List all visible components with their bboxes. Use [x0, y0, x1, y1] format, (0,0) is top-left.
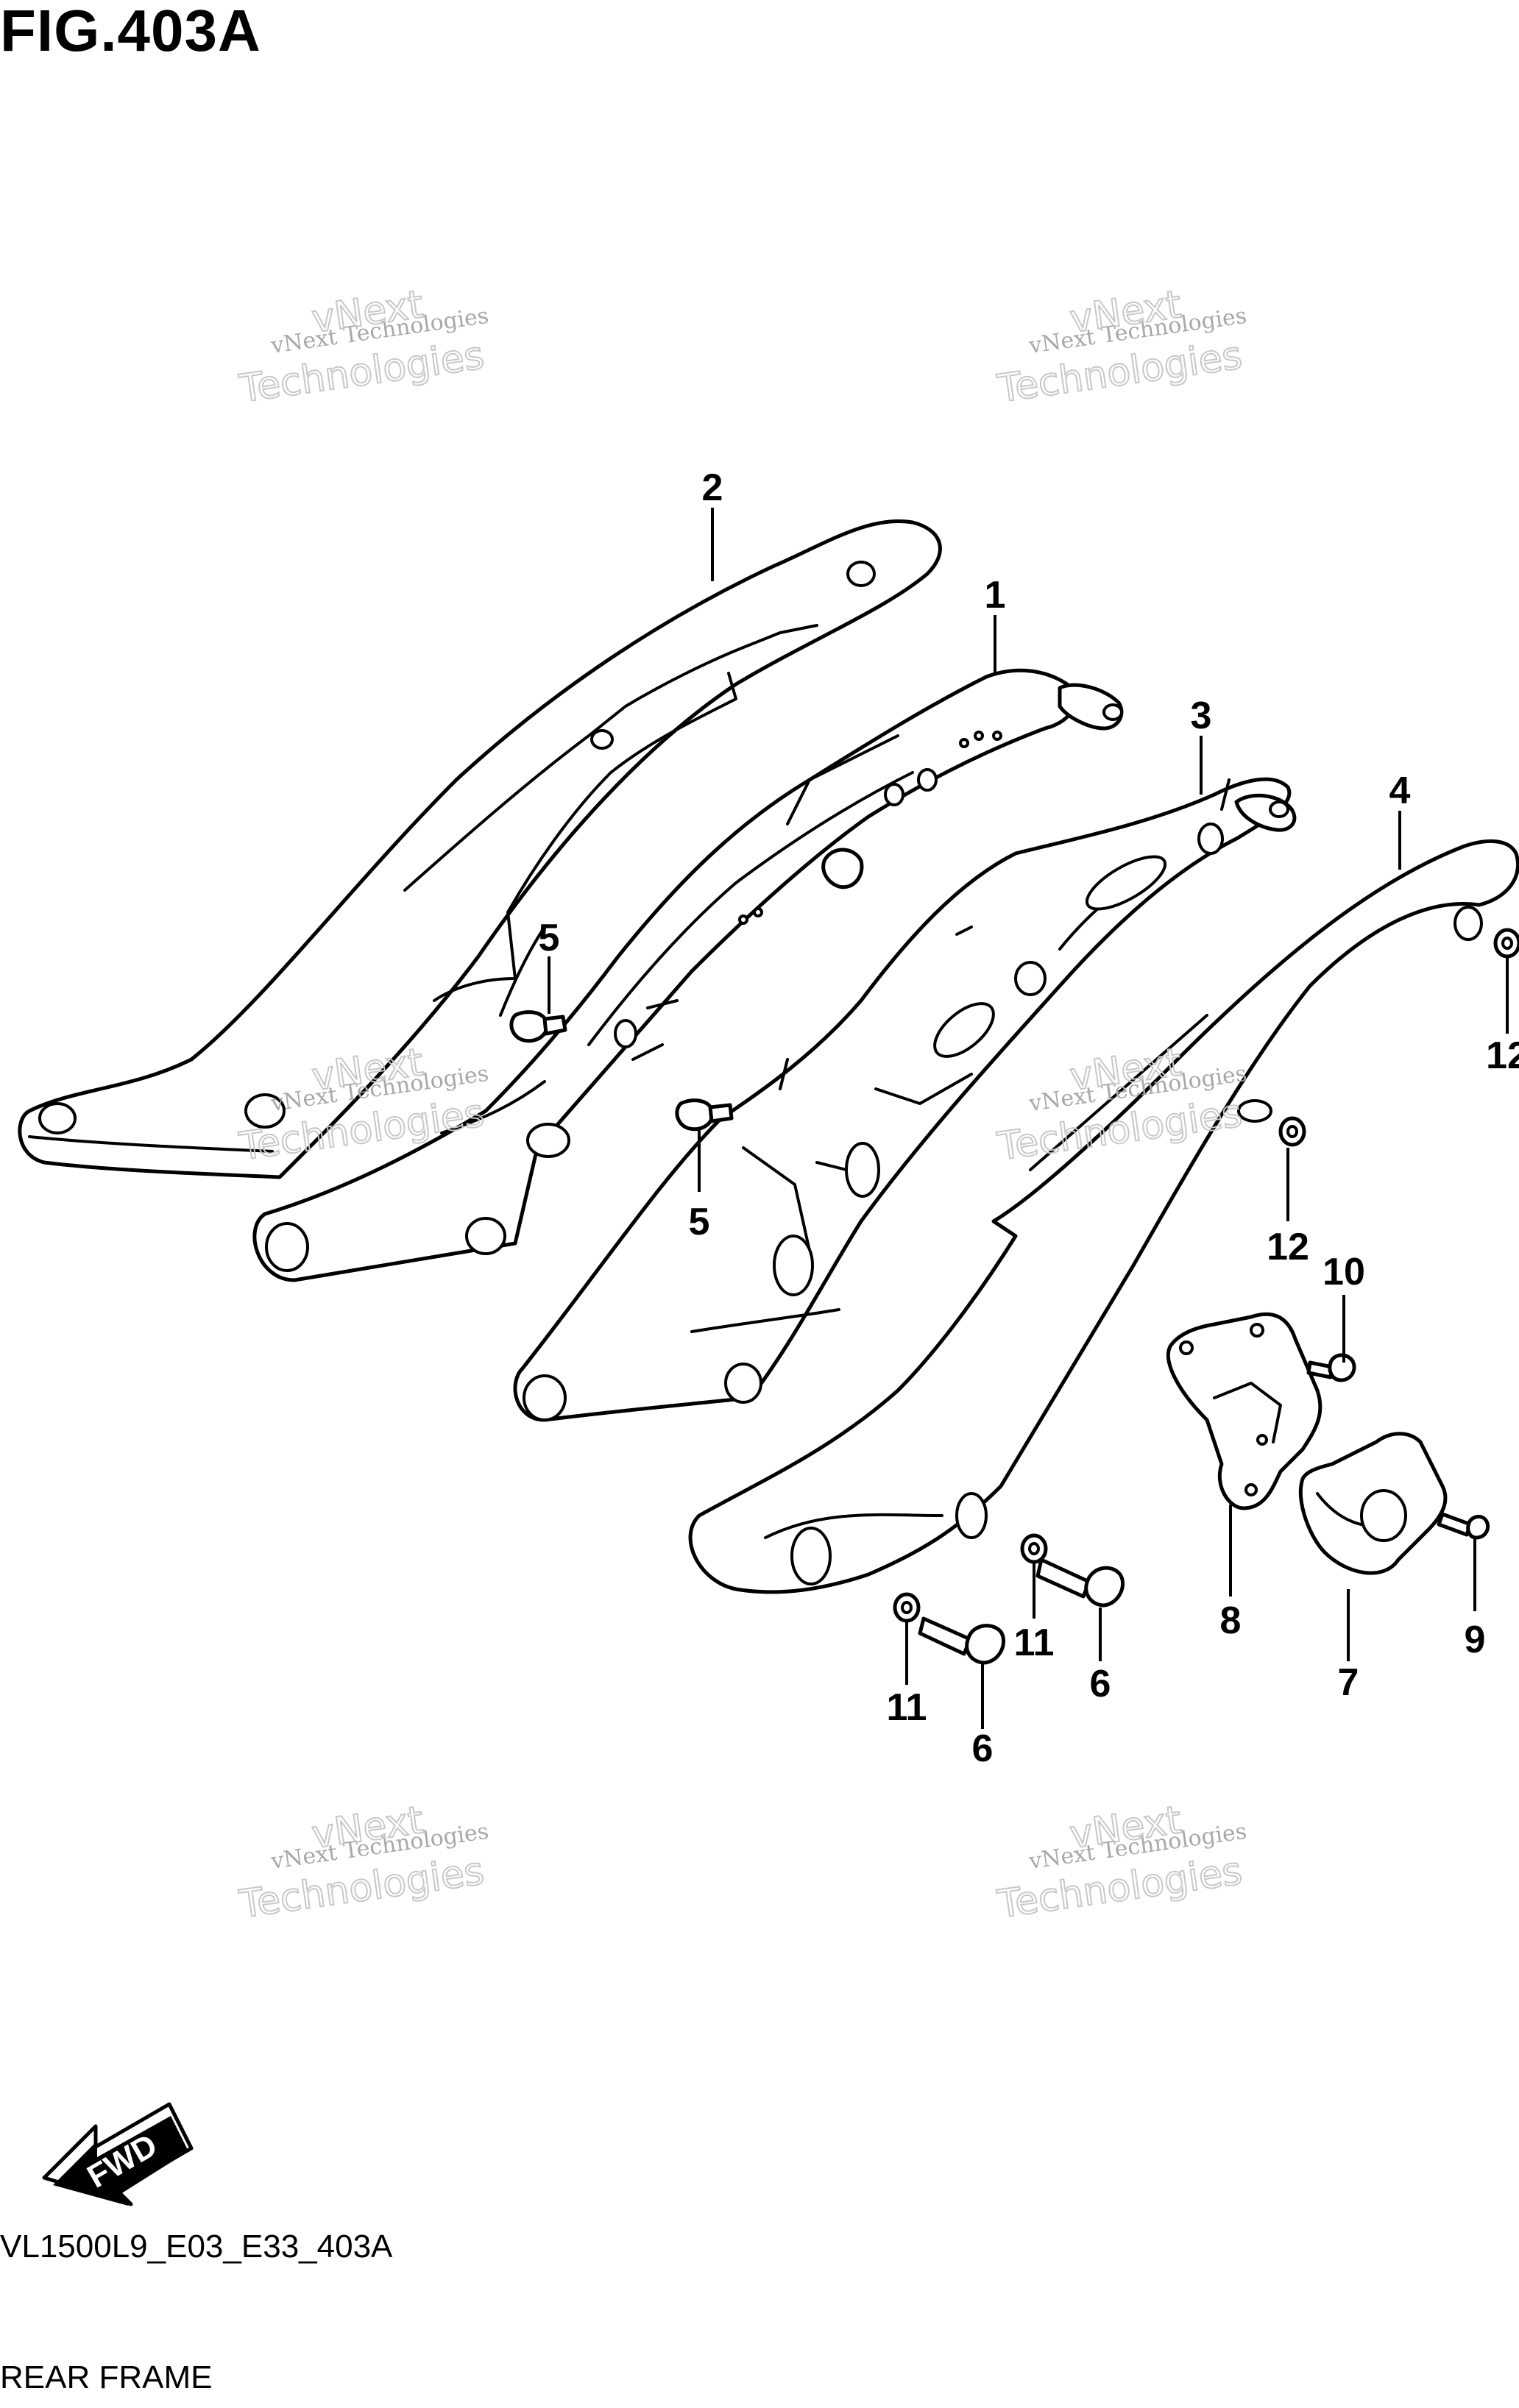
part-3-frame-bracket [513, 777, 1297, 1422]
bolt-6-upper [1035, 1558, 1125, 1608]
figure-title: FIG.403A [0, 0, 261, 63]
callout-11-upper: 11 [1014, 1622, 1055, 1664]
callout-6-lower: 6 [972, 1727, 994, 1770]
callout-7: 7 [1338, 1661, 1359, 1704]
watermark-top-right: vNext Technologies vNext Technologies [994, 282, 1248, 412]
callout-labels: 2 1 3 4 5 5 12 12 10 8 9 7 11 6 11 6 [539, 466, 1519, 1770]
callout-5-lower: 5 [689, 1201, 710, 1243]
watermark-bottom-right: vNext Technologies vNext Technologies [994, 1797, 1248, 1928]
bolt-6-lower [918, 1616, 1006, 1665]
watermark-top-left: vNext Technologies vNext Technologies [236, 282, 490, 412]
callout-3: 3 [1191, 695, 1212, 737]
bolt-5-lower [675, 1098, 734, 1132]
leader-lines [548, 508, 1509, 1729]
watermark-bottom-left: vNext Technologies vNext Technologies [236, 1797, 490, 1928]
fwd-arrow-icon: FWD [42, 2102, 194, 2206]
callout-5-upper: 5 [539, 917, 560, 959]
callout-12-upper: 12 [1486, 1034, 1519, 1077]
figure-name: REAR FRAME [0, 2359, 213, 2395]
callout-1: 1 [985, 574, 1006, 617]
screw-9 [1437, 1512, 1490, 1540]
part-2-rear-frame-left [18, 519, 942, 1179]
part-7-cap [1298, 1432, 1448, 1575]
watermark-middle-right: vNext Technologies vNext Technologies [994, 1040, 1248, 1170]
callout-11-lower: 11 [887, 1686, 927, 1729]
figure-code: VL1500L9_E03_E33_403A [0, 2228, 393, 2265]
callout-4: 4 [1389, 770, 1411, 812]
callout-9: 9 [1465, 1619, 1486, 1661]
bolt-10 [1306, 1353, 1356, 1382]
callout-10: 10 [1323, 1251, 1365, 1293]
callout-6-upper: 6 [1090, 1663, 1111, 1705]
bolt-5-upper [509, 1010, 567, 1043]
callout-12-lower: 12 [1267, 1226, 1309, 1268]
part-4-rear-frame-right [688, 839, 1519, 1594]
part-1-frame-bracket [252, 668, 1124, 1282]
callout-8: 8 [1220, 1599, 1242, 1642]
part-8-mounting-plate [1166, 1312, 1323, 1510]
callout-2: 2 [702, 466, 723, 509]
